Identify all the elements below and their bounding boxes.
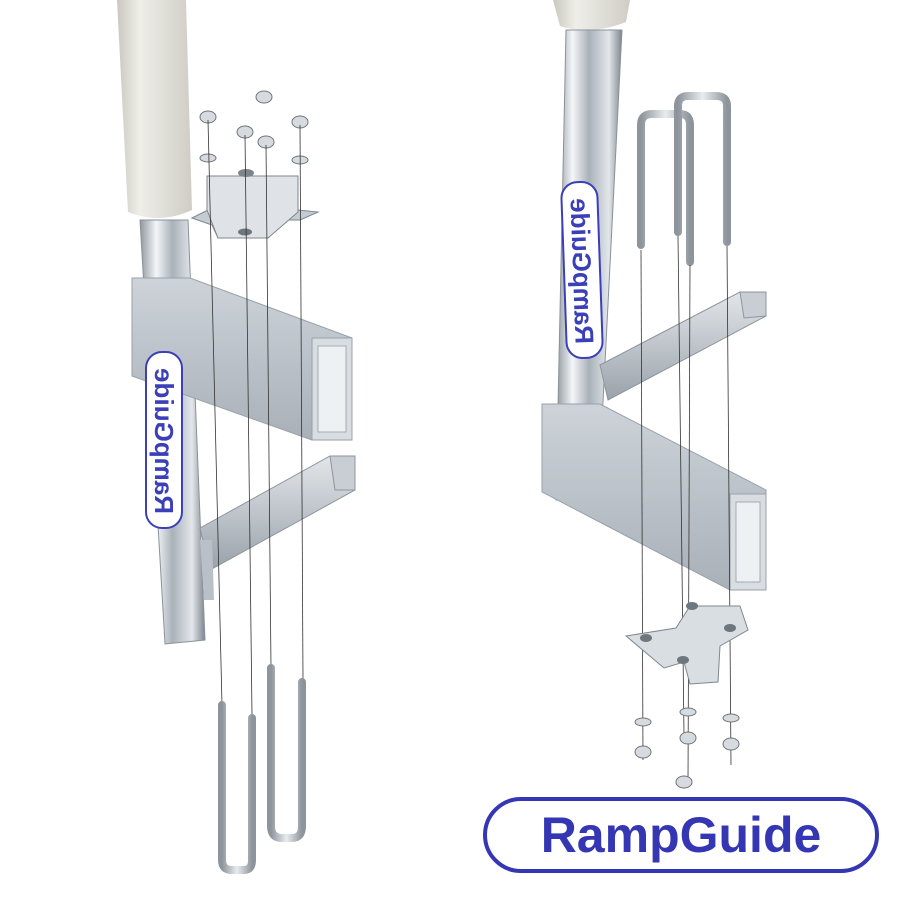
brand-logo-text: RampGuide	[540, 807, 822, 863]
left-horizontal-arm	[199, 455, 356, 600]
left-top-fasteners	[199, 90, 309, 165]
right-bottom-fasteners	[634, 707, 740, 789]
right-bottom-bracket	[624, 602, 749, 685]
left-assembly: RampGuide	[117, 0, 356, 874]
brand-logo: RampGuide	[483, 797, 879, 873]
left-u-bolt-2	[267, 664, 306, 842]
right-u-bolt-2	[674, 92, 731, 246]
right-u-bolt-1	[637, 110, 694, 266]
left-pole-label: RampGuide	[145, 351, 183, 529]
left-top-bracket	[190, 169, 320, 239]
right-upper-arm	[599, 291, 767, 401]
right-pole-label-text: RampGuide	[564, 198, 599, 345]
left-guide-lines	[207, 119, 304, 716]
right-pole-label: RampGuide	[560, 180, 604, 360]
left-aluminium-profile	[131, 277, 353, 441]
right-pole-sleeve	[553, 0, 630, 31]
left-pole-sleeve	[117, 0, 192, 219]
left-u-bolt-1	[218, 701, 256, 874]
right-assembly: RampGuide	[541, 0, 767, 789]
right-aluminium-profile	[541, 403, 767, 591]
left-pole-label-text: RampGuide	[149, 368, 179, 514]
